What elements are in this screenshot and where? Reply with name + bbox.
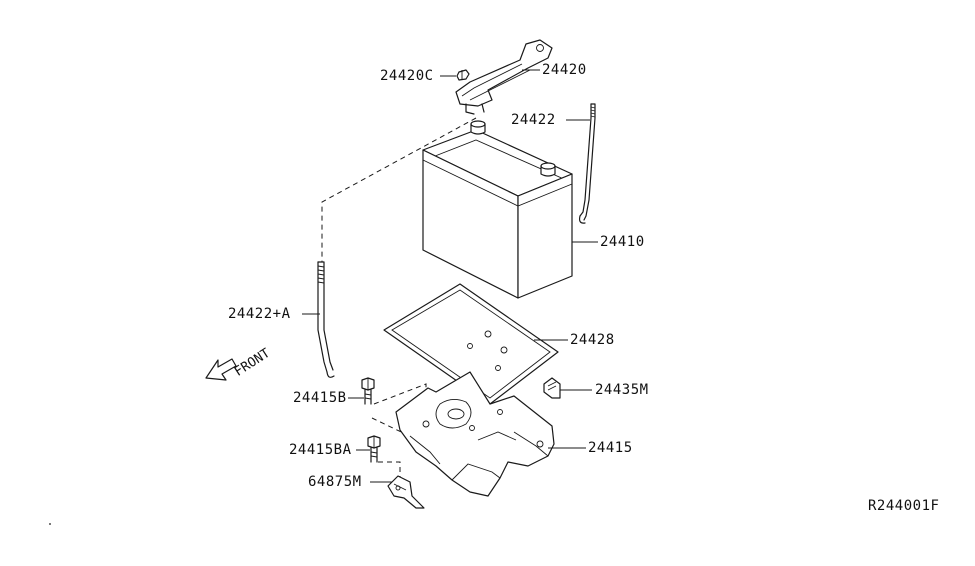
battery-hold-down-bracket xyxy=(455,39,553,115)
diagram-ref-code: R244001F xyxy=(868,498,940,514)
battery-24410 xyxy=(422,120,573,299)
label-24422a: 24422+A xyxy=(228,306,291,322)
rod-24422a xyxy=(317,261,335,378)
front-arrow-icon xyxy=(205,358,237,381)
label-24420c: 24420C xyxy=(380,68,434,84)
stray-dot xyxy=(49,523,51,525)
bolt-24415b xyxy=(361,377,375,405)
leader-lines xyxy=(302,69,598,483)
battery-tray-pad-24428 xyxy=(383,283,559,405)
bracket-64875m xyxy=(387,475,425,509)
label-24415ba: 24415BA xyxy=(289,442,352,458)
label-24420: 24420 xyxy=(542,62,587,78)
label-24415b: 24415B xyxy=(293,390,347,406)
nut-24420c xyxy=(456,69,470,81)
label-24422: 24422 xyxy=(511,112,556,128)
label-24428: 24428 xyxy=(570,332,615,348)
battery-support-24415 xyxy=(395,371,555,497)
bolt-24415ba xyxy=(367,435,381,463)
label-64875m: 64875M xyxy=(308,474,362,490)
rod-24422 xyxy=(578,103,596,224)
label-24435m: 24435M xyxy=(595,382,649,398)
label-24415: 24415 xyxy=(588,440,633,456)
clip-24435m xyxy=(543,377,561,399)
label-24410: 24410 xyxy=(600,234,645,250)
